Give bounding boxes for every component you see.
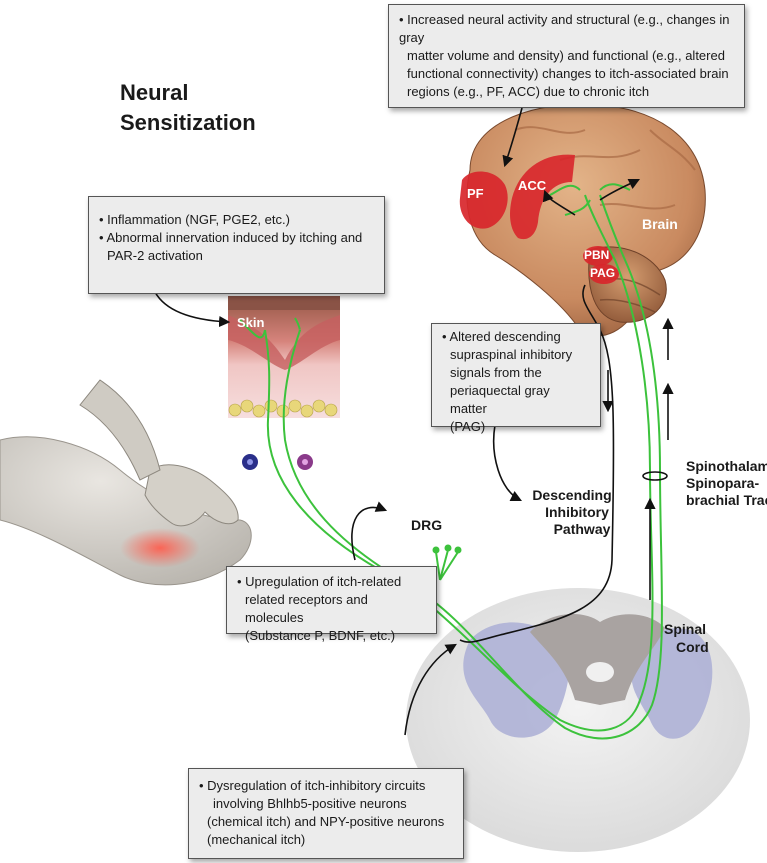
skin-inflammation-line-2: • Abnormal innervation induced by itchin… — [99, 230, 363, 245]
brain-changes-box: • Increased neural activity and structur… — [388, 4, 745, 108]
pag-region — [589, 264, 619, 284]
brain-label: Brain — [642, 216, 678, 232]
upregulation-line-1: • Upregulation of itch-related — [237, 574, 402, 589]
pag-label: PAG — [590, 266, 616, 280]
drg-label: DRG — [411, 517, 443, 533]
descending-signals-line-1: • Altered descending — [442, 329, 561, 344]
tract-label-line-1: Spinothalamic/ — [686, 458, 767, 474]
spinal-cord-illustration — [406, 588, 750, 852]
acc-label: ACC — [518, 178, 547, 193]
pbn-region — [583, 246, 613, 266]
brain-changes-line-1: • Increased neural activity and structur… — [399, 12, 730, 45]
spinal-cord-label: Spinal Cord — [664, 620, 709, 656]
skin-label: Skin — [237, 315, 265, 330]
tract-label: Spinothalamic/ Spinopara- brachial Tract — [686, 458, 767, 509]
brain-changes-line-4: regions (e.g., PF, ACC) due to chronic i… — [407, 84, 650, 99]
dysregulation-line-2: involving Bhlhb5-positive neurons — [213, 796, 407, 811]
brain-illustration — [459, 103, 706, 337]
skin-inflammation-box: • Inflammation (NGF, PGE2, etc.) • Abnor… — [88, 196, 385, 294]
descending-signals-line-3: signals from the — [450, 365, 542, 380]
brain-changes-line-2: matter volume and density) and functiona… — [407, 48, 725, 63]
acc-region — [510, 154, 575, 240]
dysregulation-line-3: (chemical itch) and NPY-positive neurons — [207, 814, 445, 829]
dysregulation-line-1: • Dysregulation of itch-inhibitory circu… — [199, 778, 426, 793]
title-line-2: Sensitization — [120, 110, 256, 135]
brain-changes-line-3: functional connectivity) changes to itch… — [407, 66, 729, 81]
pf-region — [459, 171, 508, 229]
dysregulation-box: • Dysregulation of itch-inhibitory circu… — [188, 768, 464, 859]
descending-pathway-label: Descending Inhibitory Pathway — [522, 487, 622, 538]
spinal-label-line-1: Spinal — [664, 621, 707, 637]
descending-label-line-3: Pathway — [553, 521, 611, 537]
diagram-title: Neural Sensitization — [120, 78, 256, 138]
skin-inflammation-line-1: • Inflammation (NGF, PGE2, etc.) — [99, 212, 290, 227]
upregulation-box: • Upregulation of itch-related related r… — [226, 566, 437, 643]
upregulation-line-3: (Substance P, BDNF, etc.) — [245, 628, 396, 643]
nerve-fibers — [239, 183, 663, 740]
upregulation-line-2: related receptors and molecules — [245, 592, 368, 625]
descending-signals-line-5: (PAG) — [450, 419, 486, 434]
descending-signals-line-4: periaquectal gray matter — [450, 383, 550, 416]
tract-label-line-3: brachial Tract — [686, 492, 767, 508]
arm-illustration — [0, 379, 252, 586]
descending-signals-line-2: supraspinal inhibitory — [450, 347, 573, 362]
tract-label-line-2: Spinopara- — [686, 475, 760, 491]
title-line-1: Neural — [120, 80, 189, 105]
descending-label-line-2: Inhibitory — [545, 504, 609, 520]
spinal-label-line-2: Cord — [676, 639, 709, 655]
pf-label: PF — [467, 186, 484, 201]
descending-label-line-1: Descending — [532, 487, 612, 503]
skin-inflammation-line-3: PAR-2 activation — [107, 248, 203, 263]
pbn-label: PBN — [584, 248, 610, 262]
descending-signals-box: • Altered descending supraspinal inhibit… — [431, 323, 601, 434]
dysregulation-line-4: (mechanical itch) — [207, 832, 306, 847]
